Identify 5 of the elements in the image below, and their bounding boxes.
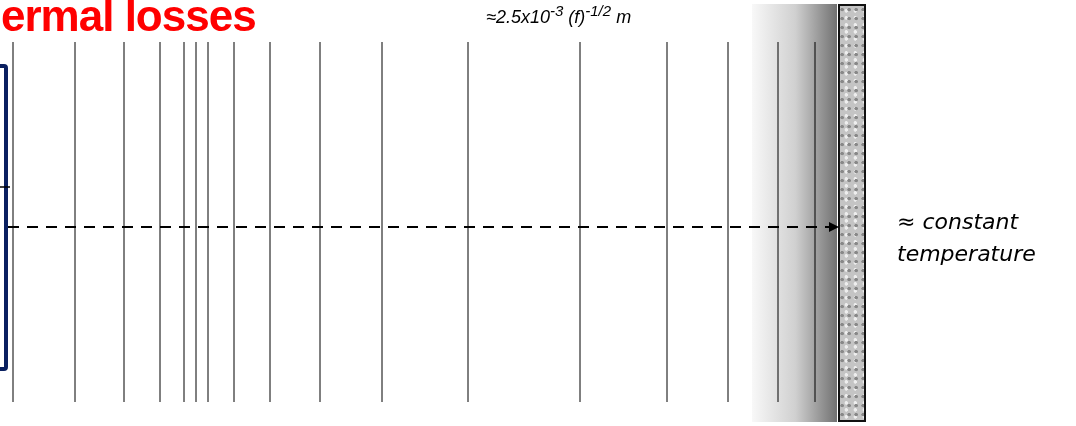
temperature-gradient-band <box>752 4 866 422</box>
textured-wall <box>838 4 866 422</box>
dashed-arrow <box>7 222 839 232</box>
formula-label: ≈2.5x10$^{-3}$ (f)$^{-1/2}$ m <box>486 2 632 28</box>
wall-caption: ≈ constant temperature <box>897 208 1037 268</box>
